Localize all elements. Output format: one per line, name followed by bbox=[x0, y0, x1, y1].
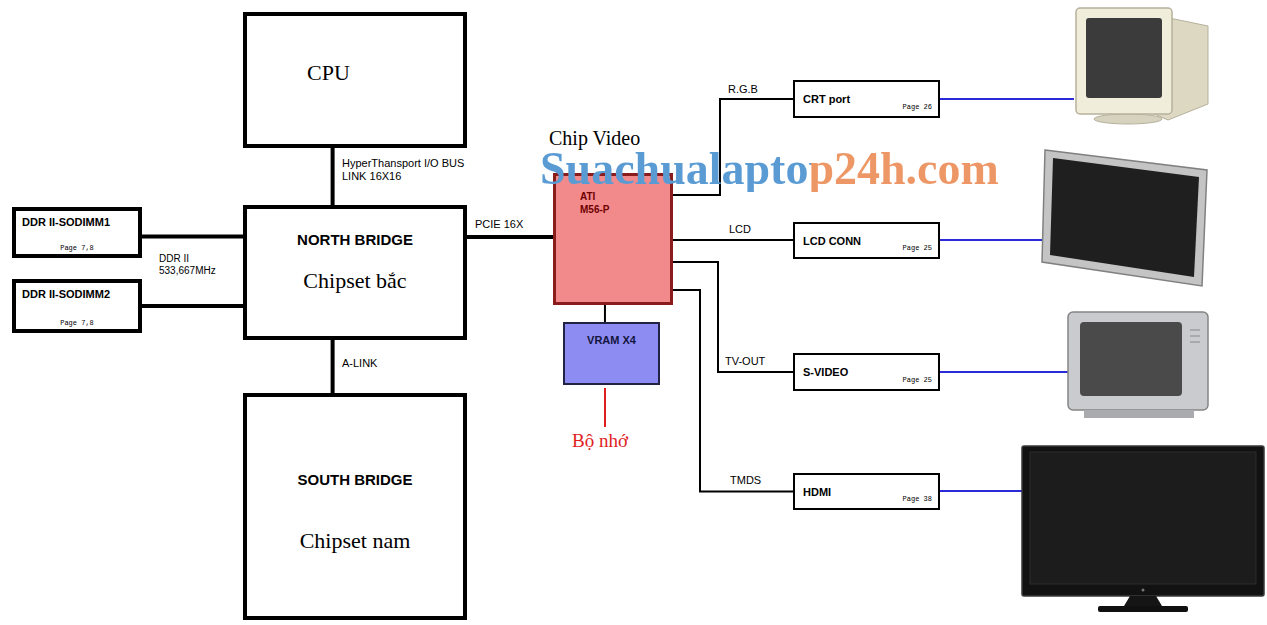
node-text: ATI M56-P bbox=[580, 190, 616, 216]
tv-stand-base bbox=[1098, 606, 1188, 612]
ram-slot-box: DDR II-SODIMM2Page 7,8 bbox=[12, 279, 142, 333]
tv-screen bbox=[1080, 322, 1182, 396]
signal-label: R.G.B bbox=[726, 83, 760, 96]
lcd-panel bbox=[1042, 150, 1207, 286]
tv-stand bbox=[1124, 596, 1162, 606]
node-text: Page 26 bbox=[903, 103, 932, 111]
signal-label: PCIE 16X bbox=[473, 218, 525, 231]
signal-label: TMDS bbox=[728, 474, 763, 487]
display-cable bbox=[940, 371, 1068, 373]
callout-label: Bộ nhớ bbox=[570, 430, 630, 452]
display-cable bbox=[940, 239, 1043, 241]
signal-label: LCD bbox=[727, 223, 753, 236]
bus-speed-label: DDR II 533,667MHz bbox=[157, 253, 233, 277]
south-bridge-box: SOUTH BRIDGE Chipset nam bbox=[243, 393, 467, 620]
tv-body bbox=[1068, 312, 1208, 410]
display-cable bbox=[940, 490, 1022, 492]
monitor-bezel bbox=[1076, 8, 1172, 114]
bus-connector bbox=[673, 239, 793, 241]
bus-connector bbox=[673, 290, 793, 492]
tv-speaker bbox=[1190, 342, 1200, 343]
node-text: VRAM X4 bbox=[587, 334, 636, 346]
node-text: DDR II-SODIMM2 bbox=[22, 288, 132, 300]
node-text: Page 7,8 bbox=[60, 244, 94, 252]
tv-speaker bbox=[1190, 330, 1200, 331]
node-text: DDR II-SODIMM1 bbox=[22, 216, 132, 228]
bus-connector bbox=[604, 305, 606, 322]
tv-speaker bbox=[1190, 336, 1200, 337]
monitor-screen bbox=[1086, 18, 1162, 98]
north-bridge-box: NORTH BRIDGE Chipset bắc bbox=[243, 205, 467, 340]
bus-connector bbox=[142, 304, 243, 308]
signal-label: HyperThansport I/O BUS LINK 16X16 bbox=[340, 157, 482, 183]
watermark: Suachualaptop24h.com bbox=[540, 146, 999, 192]
monitor-base bbox=[1094, 114, 1162, 124]
tv-frame bbox=[1022, 446, 1264, 596]
node-text: S-VIDEO bbox=[803, 366, 848, 378]
bus-connector bbox=[331, 340, 335, 393]
crt-monitor bbox=[1076, 8, 1208, 124]
node-text: SOUTH BRIDGE bbox=[297, 471, 412, 488]
node-text: Page 25 bbox=[903, 244, 932, 252]
panel-screen bbox=[1050, 158, 1199, 277]
panel-frame bbox=[1042, 150, 1207, 286]
vram-box: VRAM X4 bbox=[563, 322, 660, 385]
signal-label: A-LINK bbox=[340, 357, 379, 370]
node-text: Page 7,8 bbox=[60, 319, 94, 327]
cpu-box: CPU bbox=[243, 12, 467, 148]
ram-slot-box: DDR II-SODIMM1Page 7,8 bbox=[12, 207, 142, 258]
port-box: S-VIDEO Page 25 bbox=[793, 353, 940, 391]
crt-tv bbox=[1068, 312, 1208, 418]
port-box: LCD CONN Page 25 bbox=[793, 222, 940, 259]
video-chip-box: Chip VideoATI M56-P bbox=[553, 173, 673, 305]
bus-connector bbox=[142, 235, 243, 239]
node-text: CPU bbox=[307, 60, 350, 86]
node-text: Page 38 bbox=[903, 495, 932, 503]
node-text: CRT port bbox=[803, 93, 850, 105]
port-box: HDMI Page 38 bbox=[793, 473, 940, 510]
tv-base bbox=[1084, 410, 1194, 418]
node-text: Chipset bắc bbox=[303, 268, 406, 294]
node-text: LCD CONN bbox=[803, 235, 861, 247]
bus-connector bbox=[467, 235, 553, 239]
bus-connector bbox=[673, 262, 793, 372]
node-text: Chipset nam bbox=[300, 528, 411, 554]
node-text: Page 25 bbox=[903, 376, 932, 384]
node-text: NORTH BRIDGE bbox=[297, 231, 413, 248]
tv-logo bbox=[1142, 589, 1145, 592]
display-cable bbox=[940, 98, 1074, 100]
flat-tv bbox=[1022, 446, 1264, 612]
node-text: HDMI bbox=[803, 486, 831, 498]
bus-connector bbox=[331, 148, 335, 205]
port-box: CRT portPage 26 bbox=[793, 80, 940, 118]
tv-screen bbox=[1030, 452, 1256, 584]
leader-line bbox=[604, 388, 606, 427]
signal-label: TV-OUT bbox=[723, 355, 767, 368]
